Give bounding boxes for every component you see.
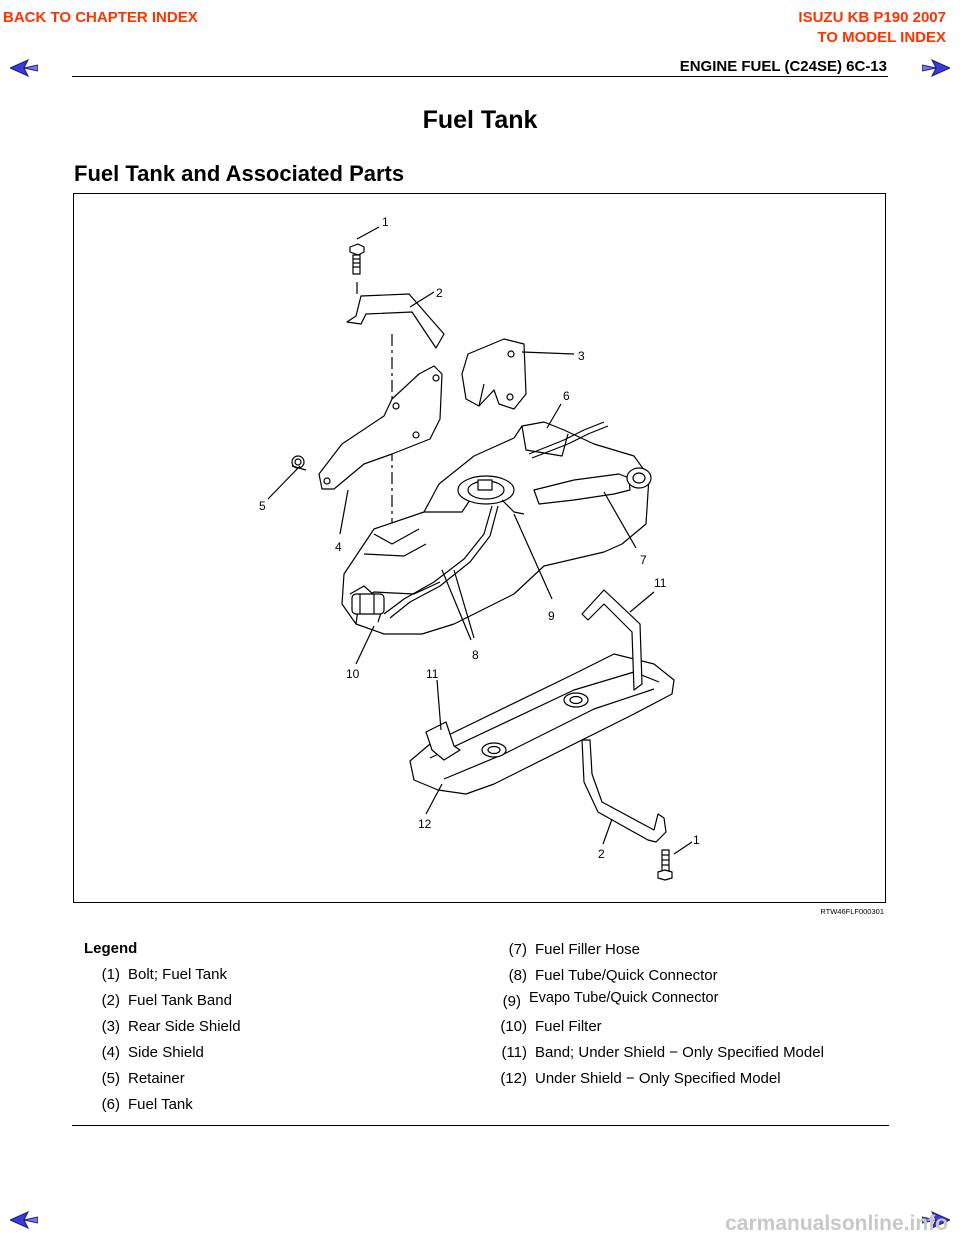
callout-6: 6 <box>563 389 570 403</box>
legend-heading: Legend <box>84 940 138 957</box>
legend-item-number: (1) <box>101 966 120 983</box>
rear-side-shield-part <box>461 338 527 410</box>
legend-item-text: Evapo Tube/Quick Connector <box>529 990 719 1006</box>
footer-divider <box>72 1125 889 1126</box>
previous-page-arrow-icon-bottom[interactable] <box>10 1211 38 1229</box>
legend-item-text: Fuel Filler Hose <box>535 941 641 958</box>
callout-10: 10 <box>346 667 360 681</box>
legend-item-text: Fuel Tank <box>128 1096 193 1113</box>
diagram-drawing: 1 2 3 6 5 4 7 11 9 8 10 11 12 2 1 <box>259 215 700 881</box>
figure-id: RTW46FLF000301 <box>820 907 884 916</box>
callout-2-top: 2 <box>436 286 443 300</box>
fuel-tank-part <box>341 421 650 635</box>
legend-item-text: Side Shield <box>128 1044 204 1061</box>
section-title: Fuel Tank and Associated Parts <box>74 161 405 186</box>
legend-item-number: (8) <box>508 967 527 984</box>
legend-item-text: Fuel Filter <box>535 1018 602 1035</box>
next-page-arrow-icon-bottom[interactable] <box>922 1211 950 1229</box>
fuel-filter-part <box>351 593 385 615</box>
legend-item-text: Rear Side Shield <box>128 1018 241 1035</box>
retainer-part <box>291 455 307 471</box>
callout-7: 7 <box>640 553 647 567</box>
legend-item-text: Band; Under Shield − Only Specified Mode… <box>535 1044 824 1061</box>
legend-item-text: Fuel Tube/Quick Connector <box>535 967 718 984</box>
page-title: Fuel Tank <box>422 106 538 134</box>
fuel-tank-exploded-diagram: 1 2 3 6 5 4 7 11 9 8 10 11 12 2 1 <box>73 193 886 903</box>
legend-item-number: (3) <box>101 1018 120 1035</box>
under-shield-band-part-right <box>581 589 643 691</box>
legend-item-number: (6) <box>101 1096 120 1113</box>
legend-item-text: Under Shield − Only Specified Model <box>535 1070 781 1087</box>
under-shield-part <box>409 653 675 795</box>
legend-item-number: (10) <box>500 1018 527 1035</box>
legend-item-number: (12) <box>500 1070 527 1087</box>
back-to-model-index-link[interactable]: TO MODEL INDEX <box>817 29 946 46</box>
header-divider <box>72 76 888 77</box>
callout-11-left: 11 <box>426 667 439 681</box>
band-part-top <box>346 293 445 349</box>
callout-5: 5 <box>259 499 266 513</box>
callout-1-top: 1 <box>382 215 389 229</box>
bolt-part-bottom <box>657 849 673 881</box>
back-to-chapter-index-link[interactable]: BACK TO CHAPTER INDEX <box>3 9 198 26</box>
legend-item-number: (2) <box>101 992 120 1009</box>
callout-2-bottom: 2 <box>598 847 605 861</box>
under-shield-band-part-left <box>425 721 461 761</box>
callout-1-bottom: 1 <box>693 833 700 847</box>
legend-item-text: Bolt; Fuel Tank <box>128 966 227 983</box>
legend-item-number: (11) <box>501 1044 527 1061</box>
side-shield-part <box>318 365 443 490</box>
diagram-callouts: 1 2 3 6 5 4 7 11 9 8 10 11 12 2 1 <box>259 215 700 861</box>
callout-8: 8 <box>472 648 479 662</box>
model-title-link[interactable]: ISUZU KB P190 2007 <box>798 9 946 26</box>
fuel-tube-part <box>383 505 493 615</box>
callout-12: 12 <box>418 817 432 831</box>
callout-4: 4 <box>335 540 342 554</box>
callout-9: 9 <box>548 609 555 623</box>
header-section-title: ENGINE FUEL (C24SE) 6C-13 <box>679 58 887 75</box>
previous-page-arrow-icon[interactable] <box>10 59 38 77</box>
legend-item-number: (4) <box>101 1044 120 1061</box>
legend-item-text: Fuel Tank Band <box>128 992 232 1009</box>
legend-item-text: Retainer <box>128 1070 185 1087</box>
legend-item-number: (7) <box>508 941 527 958</box>
bolt-part-top <box>349 243 365 275</box>
fuel-filler-hose-part <box>533 473 631 505</box>
band-part-bottom <box>581 739 667 843</box>
legend-item-number: (5) <box>101 1070 120 1087</box>
callout-3: 3 <box>578 349 585 363</box>
callout-11-right: 11 <box>654 576 667 590</box>
legend-item-number: (9) <box>502 993 521 1010</box>
watermark: carmanualsonline.info <box>725 1212 948 1235</box>
next-page-arrow-icon[interactable] <box>922 59 950 77</box>
